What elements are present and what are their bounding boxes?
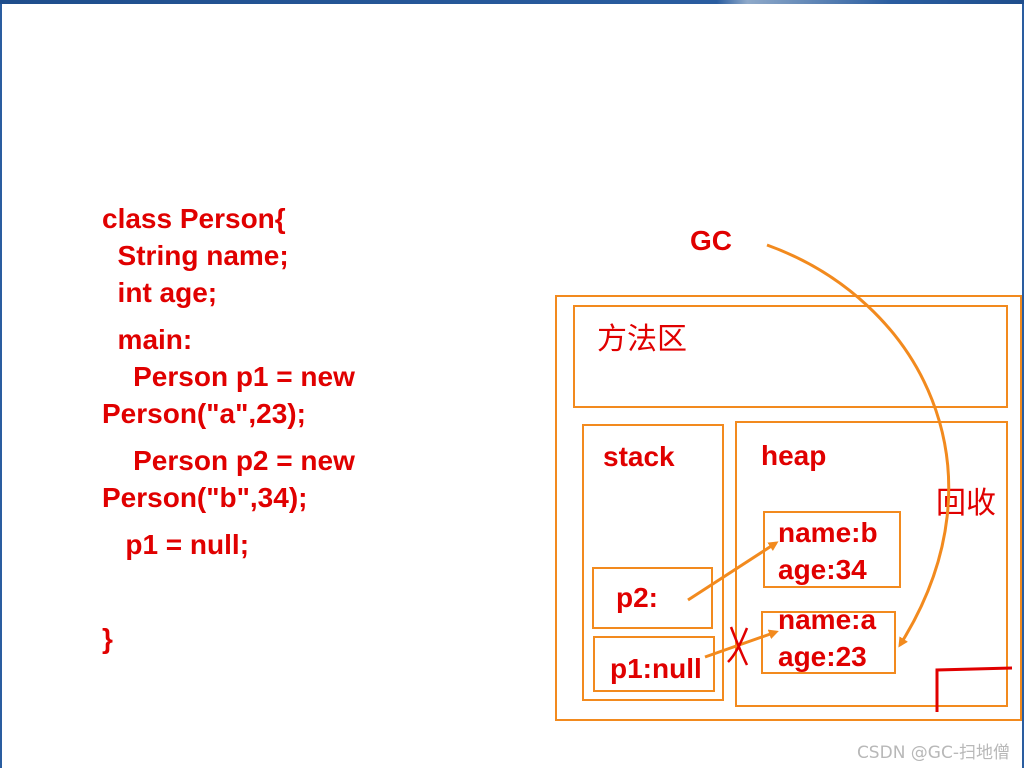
code-line: int age; bbox=[102, 277, 218, 308]
heap-box bbox=[735, 421, 1008, 707]
broken-reference-x-icon bbox=[727, 626, 749, 666]
code-block: class Person{ String name; int age; main… bbox=[102, 200, 355, 654]
code-line: main: bbox=[102, 324, 193, 355]
stack-box bbox=[582, 424, 724, 701]
code-line: class Person{ bbox=[102, 203, 286, 234]
code-line: p1 = null; bbox=[102, 529, 250, 560]
method-area-box bbox=[573, 305, 1008, 408]
heap-b-age: age:34 bbox=[778, 554, 867, 585]
gc-label: GC bbox=[690, 225, 732, 256]
code-line: } bbox=[102, 623, 113, 654]
code-line: Person p1 = new bbox=[102, 361, 355, 392]
stack-p2-label: p2: bbox=[616, 582, 658, 613]
gc-curved-arrow bbox=[766, 243, 951, 648]
top-border bbox=[0, 0, 1024, 4]
p2-reference-arrow bbox=[687, 541, 779, 602]
right-border bbox=[1022, 4, 1024, 768]
corner-mark-icon bbox=[935, 666, 1013, 712]
left-border bbox=[0, 4, 2, 768]
heap-a-name: name:a bbox=[778, 604, 877, 635]
stack-entry-p2 bbox=[592, 567, 713, 629]
code-line: Person("a",23); bbox=[102, 398, 306, 429]
jvm-memory-box bbox=[555, 295, 1022, 721]
stack-label: stack bbox=[603, 441, 675, 472]
code-line: Person("b",34); bbox=[102, 482, 308, 513]
code-line: Person p2 = new bbox=[102, 445, 355, 476]
heap-object-a bbox=[761, 611, 896, 674]
watermark: CSDN @GC-扫地僧 bbox=[856, 743, 1010, 763]
heap-b-name: name:b bbox=[778, 517, 878, 548]
code-line: String name; bbox=[102, 240, 289, 271]
method-area-label: 方法区 bbox=[597, 322, 687, 357]
heap-a-age: age:23 bbox=[778, 641, 867, 672]
heap-label: heap bbox=[761, 440, 827, 471]
stack-p1-label: p1:null bbox=[610, 653, 702, 684]
stack-entry-p1 bbox=[593, 636, 715, 692]
